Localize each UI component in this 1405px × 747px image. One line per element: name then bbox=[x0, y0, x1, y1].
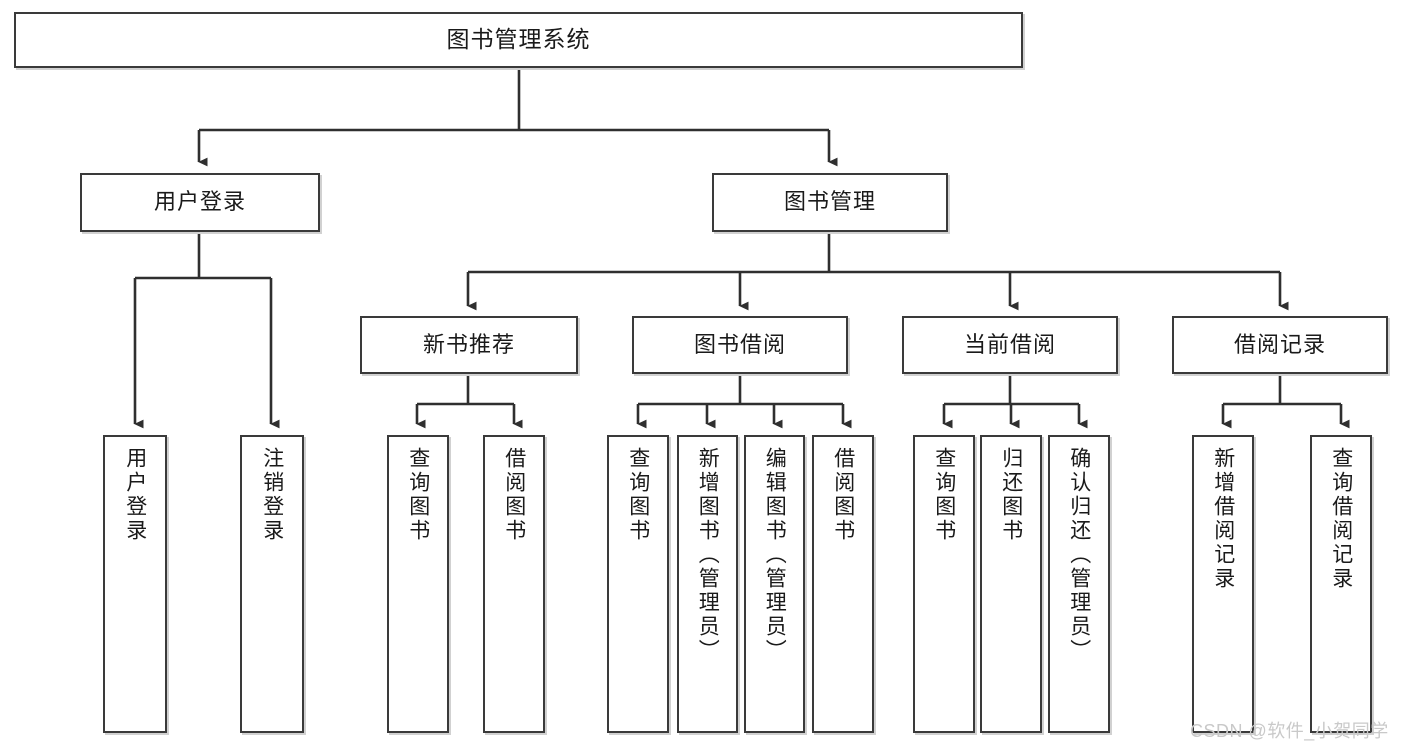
leaf-book-borrow-query-book[interactable]: 查询图书 bbox=[607, 435, 669, 733]
node-label: 新增图书（管理员） bbox=[696, 447, 720, 663]
node-label: 确认归还（管理员） bbox=[1067, 447, 1091, 663]
leaf-borrow-records-add-record[interactable]: 新增借阅记录 bbox=[1192, 435, 1254, 733]
node-label: 新增借阅记录 bbox=[1211, 447, 1235, 591]
node-label: 查询借阅记录 bbox=[1329, 447, 1353, 591]
node-current-borrow[interactable]: 当前借阅 bbox=[902, 316, 1118, 374]
leaf-new-book-query-book[interactable]: 查询图书 bbox=[387, 435, 449, 733]
leaf-borrow-records-query-record[interactable]: 查询借阅记录 bbox=[1310, 435, 1372, 733]
node-label: 注销登录 bbox=[260, 447, 284, 543]
node-label: 归还图书 bbox=[999, 447, 1023, 543]
leaf-user-login-logout[interactable]: 注销登录 bbox=[240, 435, 304, 733]
leaf-current-borrow-query-book[interactable]: 查询图书 bbox=[913, 435, 975, 733]
node-label: 借阅图书 bbox=[831, 447, 855, 543]
node-label: 用户登录 bbox=[123, 447, 147, 543]
node-label: 查询图书 bbox=[626, 447, 650, 543]
node-label: 用户登录 bbox=[153, 189, 246, 215]
leaf-current-borrow-return-book[interactable]: 归还图书 bbox=[980, 435, 1042, 733]
node-label: 查询图书 bbox=[932, 447, 956, 543]
node-label: 查询图书 bbox=[406, 447, 430, 543]
node-borrow-records[interactable]: 借阅记录 bbox=[1172, 316, 1388, 374]
leaf-book-borrow-edit-book[interactable]: 编辑图书（管理员） bbox=[744, 435, 805, 733]
node-label: 图书管理 bbox=[783, 189, 876, 215]
node-label: 图书管理系统 bbox=[446, 26, 591, 53]
leaf-user-login-login[interactable]: 用户登录 bbox=[103, 435, 167, 733]
leaf-book-borrow-add-book[interactable]: 新增图书（管理员） bbox=[677, 435, 738, 733]
node-label: 图书借阅 bbox=[693, 331, 786, 357]
node-label: 当前借阅 bbox=[963, 331, 1056, 357]
node-label: 新书推荐 bbox=[422, 331, 515, 357]
node-label: 编辑图书（管理员） bbox=[763, 447, 787, 663]
node-book-borrow[interactable]: 图书借阅 bbox=[632, 316, 848, 374]
node-label: 借阅图书 bbox=[502, 447, 526, 543]
node-user-login[interactable]: 用户登录 bbox=[80, 173, 320, 232]
leaf-current-borrow-confirm-return[interactable]: 确认归还（管理员） bbox=[1048, 435, 1110, 733]
node-new-book-recommend[interactable]: 新书推荐 bbox=[360, 316, 578, 374]
leaf-new-book-borrow-book[interactable]: 借阅图书 bbox=[483, 435, 545, 733]
leaf-book-borrow-borrow-book[interactable]: 借阅图书 bbox=[812, 435, 874, 733]
watermark: CSDN @软件_小贺同学 bbox=[1190, 721, 1389, 741]
node-book-management[interactable]: 图书管理 bbox=[712, 173, 948, 232]
node-label: 借阅记录 bbox=[1233, 331, 1326, 357]
node-book-management-system[interactable]: 图书管理系统 bbox=[14, 12, 1023, 68]
